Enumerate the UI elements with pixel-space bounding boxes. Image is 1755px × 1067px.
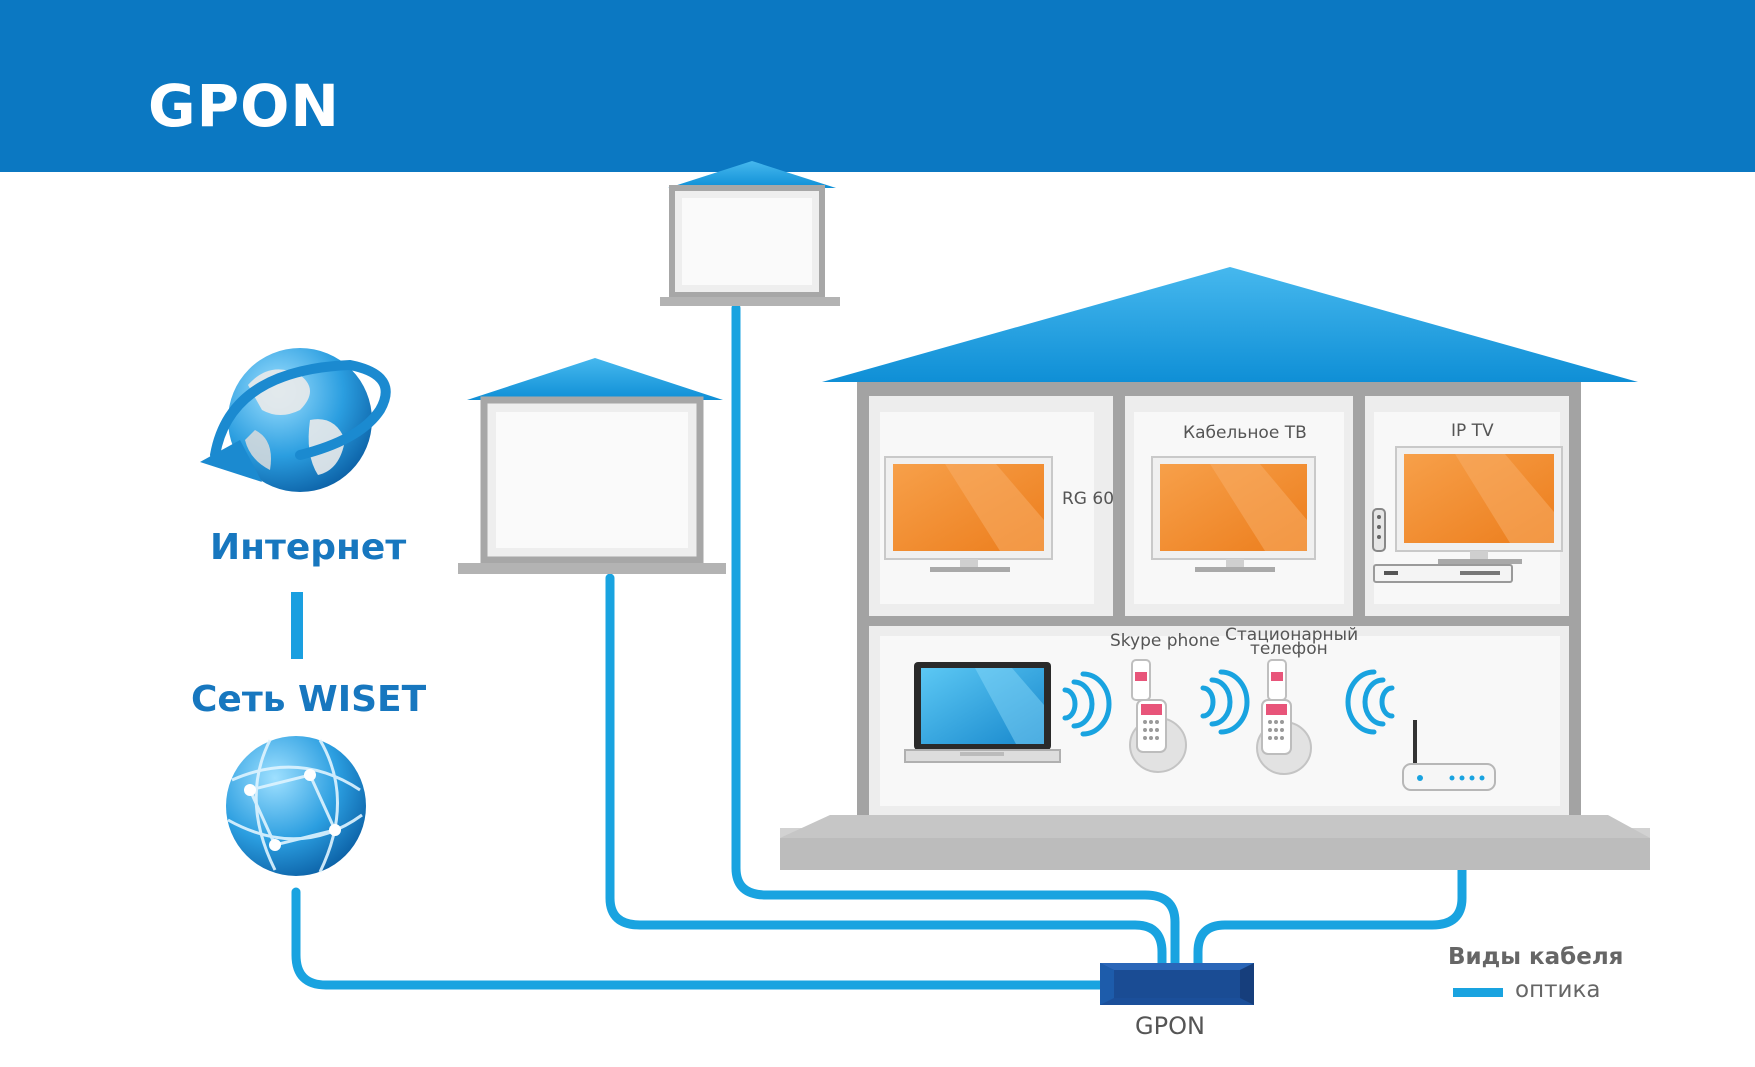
rg60-label: RG 60 (1062, 489, 1115, 509)
set-top-box-icon (1373, 564, 1513, 583)
tv-cable-tv-icon (1151, 456, 1316, 572)
landline-phone-label-line1: Стационарный (1225, 625, 1359, 645)
header-banner: GPON (0, 0, 1755, 172)
legend-fiber-label: оптика (1515, 977, 1601, 1003)
legend-fiber-swatch (1453, 988, 1503, 997)
internet-wiset-link (291, 592, 303, 659)
gpon-device-icon (1100, 963, 1254, 1005)
remote-control-icon (1372, 508, 1386, 552)
internet-globe-icon (200, 348, 391, 492)
wifi-router-icon (1402, 720, 1496, 791)
cable-tall-house-to-gpon (731, 303, 1180, 972)
cable-wiset-to-gpon (291, 887, 1110, 990)
tv-iptv-icon (1395, 446, 1563, 564)
skype-phone-icon (1129, 659, 1187, 773)
landline-phone-icon (1256, 659, 1312, 775)
small-building (458, 358, 726, 574)
wifi-waves-icon (1062, 669, 1395, 737)
internet-label: Интернет (210, 527, 407, 568)
tv-room-1-icon (884, 456, 1053, 572)
tall-building (660, 161, 840, 306)
cable-tv-label: Кабельное ТВ (1183, 423, 1307, 443)
skype-phone-label: Skype phone (1110, 631, 1220, 651)
cable-small-house-to-gpon (605, 573, 1167, 972)
iptv-label: IP TV (1451, 421, 1494, 441)
laptop-icon (904, 662, 1061, 763)
wiset-network-label: Сеть WISET (191, 679, 427, 720)
cable-house-to-gpon (1193, 790, 1467, 972)
legend-title: Виды кабеля (1448, 944, 1624, 970)
gpon-device-label: GPON (1135, 1012, 1205, 1040)
landline-phone-label-line2: телефон (1250, 639, 1328, 659)
wiset-network-globe-icon (226, 736, 366, 876)
page-title: GPON (148, 72, 340, 140)
